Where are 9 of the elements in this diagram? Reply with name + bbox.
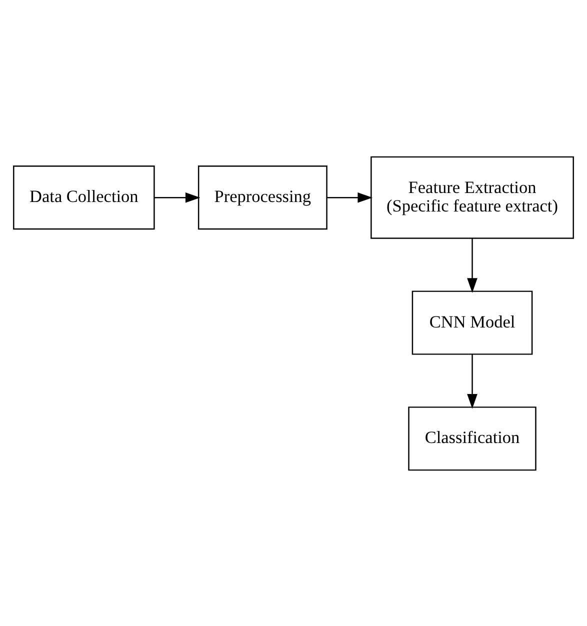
node-box: Feature Extraction (Specific feature extract) [370,156,574,238]
node-box: Classification [408,406,536,470]
node-box: Preprocessing [198,165,328,230]
arrow [326,192,373,202]
arrow [154,192,200,202]
arrow [467,354,478,408]
node-box: CNN Model [412,290,533,354]
node-box: Data Collection [13,165,155,230]
arrow [467,238,478,292]
